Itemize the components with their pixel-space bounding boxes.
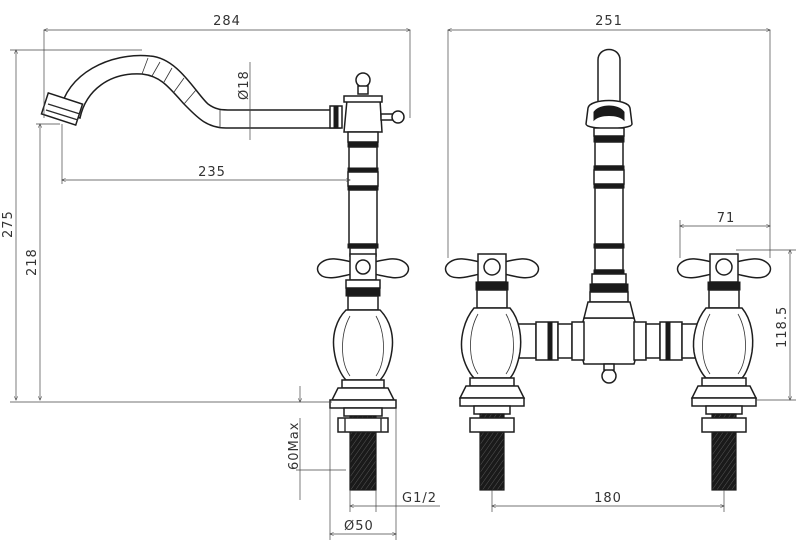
side-deck-fixing xyxy=(329,399,397,491)
front-left-handle xyxy=(444,253,540,491)
dim-max-deck-thickness: 60Max xyxy=(287,422,302,470)
side-spout xyxy=(40,54,343,129)
dim-overall-width-side: 284 xyxy=(213,14,241,29)
dim-base-diameter: Ø50 xyxy=(344,519,374,534)
dim-spout-height: 218 xyxy=(25,248,40,276)
front-dimensions: 251 71 118.5 180 xyxy=(448,14,796,512)
front-spout xyxy=(585,48,633,303)
dim-handle-offset: 71 xyxy=(717,211,736,226)
dim-centres: 180 xyxy=(594,491,622,506)
dim-overall-height: 275 xyxy=(1,210,16,238)
dim-spout-diameter: Ø18 xyxy=(237,70,252,100)
front-bridge xyxy=(507,301,711,384)
side-view: 284 Ø18 235 275 218 60Max xyxy=(1,14,440,540)
dim-handle-height: 118.5 xyxy=(775,306,790,348)
front-right-handle xyxy=(676,253,772,491)
side-dimensions: 284 Ø18 235 275 218 60Max xyxy=(1,14,440,540)
side-body xyxy=(316,72,410,401)
dim-overall-width-front: 251 xyxy=(595,14,623,29)
dim-thread-size: G1/2 xyxy=(402,491,437,506)
front-view: 251 71 118.5 180 xyxy=(444,14,796,512)
dim-spout-reach: 235 xyxy=(198,165,226,180)
